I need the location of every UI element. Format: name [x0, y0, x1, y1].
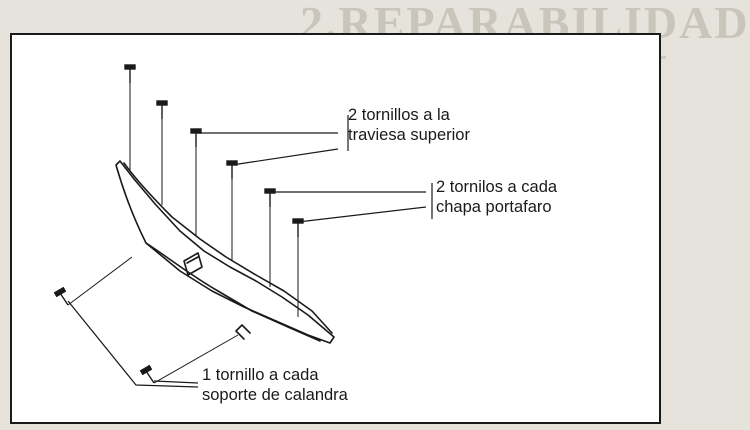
leader-calandra: [67, 300, 199, 388]
label-calandra-line1: 1 tornillo a cada: [202, 366, 319, 384]
grille-lower-edge: [145, 242, 321, 342]
grille-diagram: [53, 64, 433, 388]
screw-3: [190, 128, 202, 147]
label-chapa-line1: 2 tornilos a cada: [436, 178, 558, 196]
label-traviesa-line2: traviesa superior: [348, 126, 470, 144]
screw-4: [226, 160, 238, 179]
screw-5: [264, 188, 276, 207]
screw-1: [124, 64, 136, 83]
screw-7: [53, 286, 69, 306]
leader-chapa: [270, 183, 433, 223]
label-chapa-line2: chapa portafaro: [436, 198, 552, 216]
label-calandra-line2: soporte de calandra: [202, 386, 348, 404]
diagram-frame: 2 tornillos a la traviesa superior 2 tor…: [10, 33, 661, 424]
grille-side-tab: [235, 324, 251, 340]
grille-panel: [115, 160, 335, 344]
screw-8: [139, 364, 155, 384]
grille-upper-rim: [123, 162, 333, 334]
screws: [53, 64, 304, 384]
label-traviesa-line1: 2 tornillos a la: [348, 106, 450, 124]
screw-2: [156, 100, 168, 119]
emblem-plate: [183, 252, 203, 276]
emblem-detail: [186, 256, 199, 264]
callout-leaders: [67, 115, 433, 388]
leader-traviesa: [198, 115, 349, 166]
